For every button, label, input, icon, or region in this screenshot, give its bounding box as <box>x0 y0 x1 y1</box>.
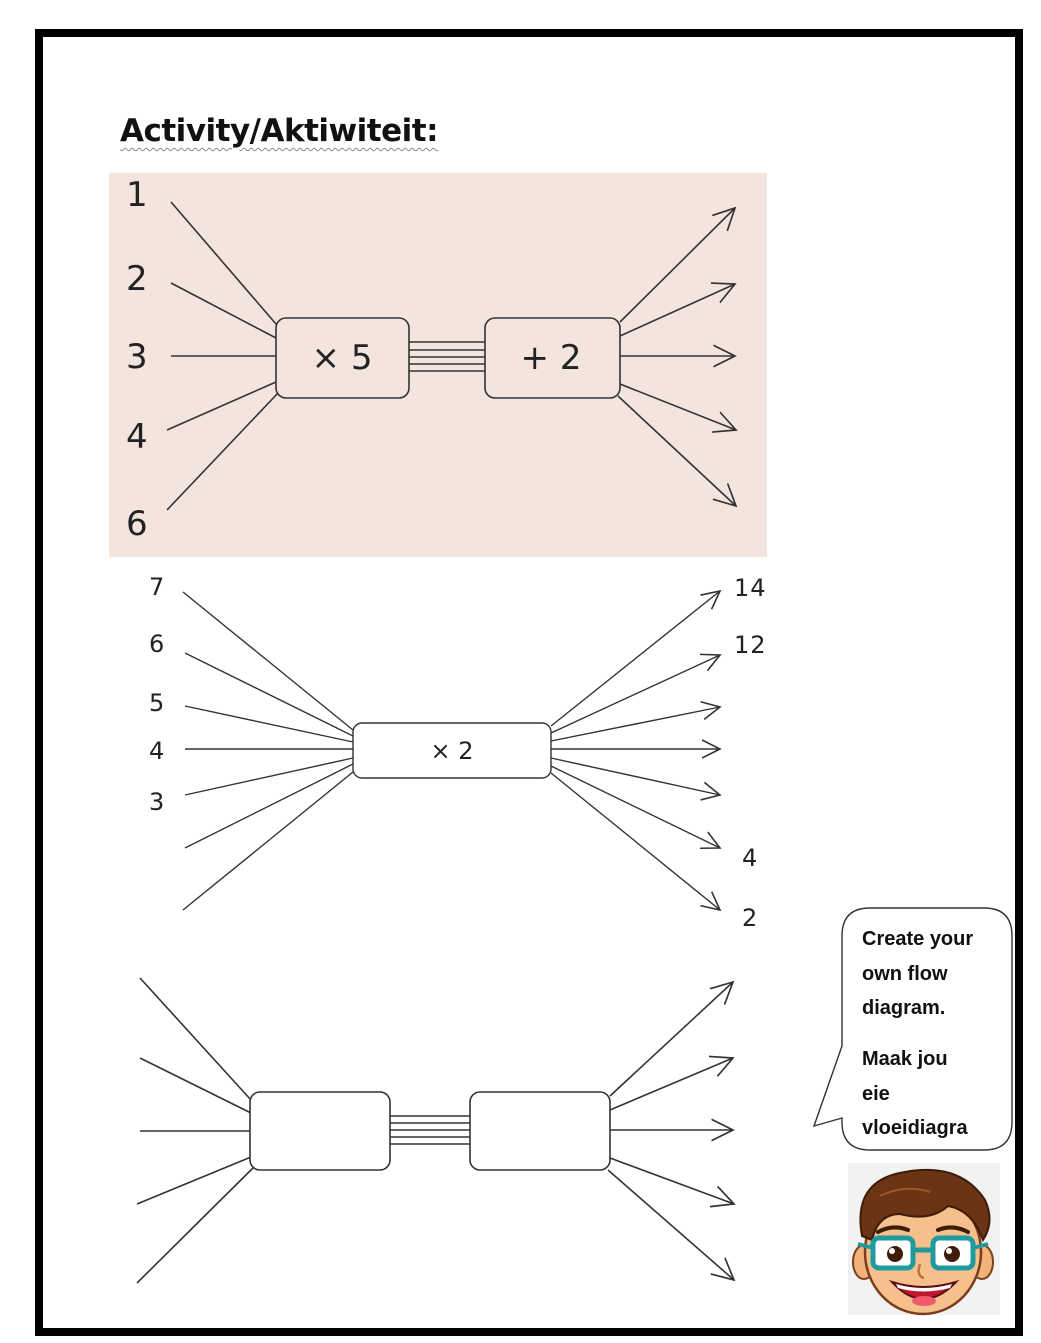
input-line <box>136 1167 254 1284</box>
diagram-1-background <box>109 173 767 557</box>
input-line <box>166 381 277 431</box>
multiply-label: × 5 <box>312 338 373 378</box>
add-label: + 2 <box>521 338 582 378</box>
input-number: 6 <box>149 630 165 658</box>
input-line <box>139 1057 252 1114</box>
output-arrow <box>609 982 733 1097</box>
output-arrow <box>550 707 720 742</box>
input-number: 2 <box>126 259 148 299</box>
input-line <box>184 757 354 796</box>
input-line <box>170 201 277 325</box>
output-arrow <box>550 765 720 848</box>
output-number: 12 <box>734 631 767 659</box>
input-line <box>182 771 354 911</box>
blank-operation-box <box>469 1091 611 1171</box>
bubble-text-line: own flow <box>862 963 948 985</box>
input-number: 3 <box>149 788 165 816</box>
flow-diagram-1: 1 2 3 4 6 × 5 + 2 <box>109 173 767 557</box>
page-title: Activity/Aktiwiteit: <box>120 113 439 149</box>
output-arrow <box>550 591 720 727</box>
input-number: 6 <box>126 504 148 544</box>
output-arrow <box>619 383 736 430</box>
output-arrow <box>550 655 720 734</box>
multiply-label: × 2 <box>430 737 473 765</box>
input-number: 4 <box>126 417 148 457</box>
flow-diagram-3-blank <box>136 977 734 1284</box>
input-line <box>184 705 354 743</box>
multiply-box <box>352 722 552 779</box>
add-box <box>484 317 621 399</box>
speech-bubble: Create your own flow diagram. Maak jou e… <box>812 907 1013 1151</box>
multiply-box <box>275 317 410 399</box>
input-line <box>170 282 277 339</box>
input-line <box>184 652 354 737</box>
input-line <box>139 977 252 1101</box>
hair <box>859 1168 991 1243</box>
bubble-text-line: eie <box>862 1083 890 1105</box>
input-number: 1 <box>126 175 148 215</box>
output-arrow <box>609 1058 733 1111</box>
bubble-text-line: vloeidiagra <box>862 1117 968 1139</box>
output-number: 2 <box>742 904 758 932</box>
bubble-text-line: Create your <box>862 928 973 950</box>
output-arrow <box>607 1169 734 1280</box>
input-line <box>166 392 279 511</box>
output-arrow <box>609 1157 734 1204</box>
output-arrow <box>619 284 735 337</box>
flow-diagram-2: 7 6 5 4 3 14 12 4 2 × 2 <box>149 573 767 932</box>
bubble-text-line: diagram. <box>862 997 945 1019</box>
output-arrow <box>619 208 735 323</box>
output-arrow <box>617 395 736 506</box>
input-number: 4 <box>149 737 165 765</box>
input-line <box>182 591 354 731</box>
output-arrow <box>550 772 720 910</box>
page-frame <box>35 29 1023 1336</box>
input-number: 7 <box>149 573 165 601</box>
bubble-text-line: Maak jou <box>862 1048 948 1070</box>
cartoon-boy-image <box>848 1163 1000 1316</box>
input-line <box>136 1156 252 1205</box>
input-number: 5 <box>149 689 165 717</box>
bubble-outline <box>812 907 1013 1151</box>
input-line <box>184 763 354 849</box>
output-arrow <box>550 757 720 795</box>
input-number: 3 <box>126 337 148 377</box>
output-number: 14 <box>734 574 767 602</box>
blank-operation-box <box>249 1091 391 1171</box>
output-number: 4 <box>742 844 758 872</box>
